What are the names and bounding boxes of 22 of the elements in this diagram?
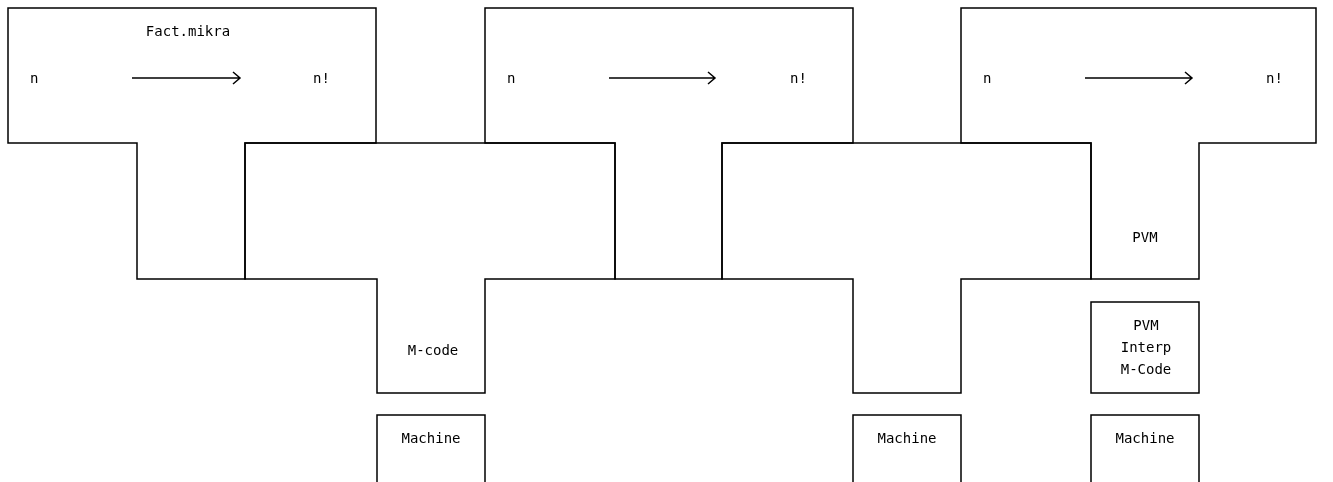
node-label: M-code <box>406 341 460 360</box>
node-label: n! <box>790 69 807 88</box>
node-label: n <box>507 69 516 88</box>
node-label: PVM <box>1131 228 1159 247</box>
node-label: PVM Interp M-Code <box>1119 316 1173 379</box>
node-label: n! <box>1266 69 1283 88</box>
tombstone-shape <box>245 143 615 393</box>
tombstone-shape <box>485 8 853 279</box>
node-label: Fact.mikra <box>144 22 232 41</box>
tombstone-shape <box>8 8 376 279</box>
machine-box <box>1091 415 1199 482</box>
node-label: Machine <box>400 429 462 448</box>
node-label: Machine <box>1114 429 1176 448</box>
node-label: n <box>30 69 39 88</box>
node-label: Machine <box>876 429 938 448</box>
interpreter-box <box>1091 302 1199 393</box>
node-label: n <box>983 69 992 88</box>
node-label: n! <box>313 69 330 88</box>
tombstone-shape <box>722 143 1091 393</box>
machine-box <box>853 415 961 482</box>
machine-box <box>377 415 485 482</box>
tombstone-shape <box>961 8 1316 279</box>
